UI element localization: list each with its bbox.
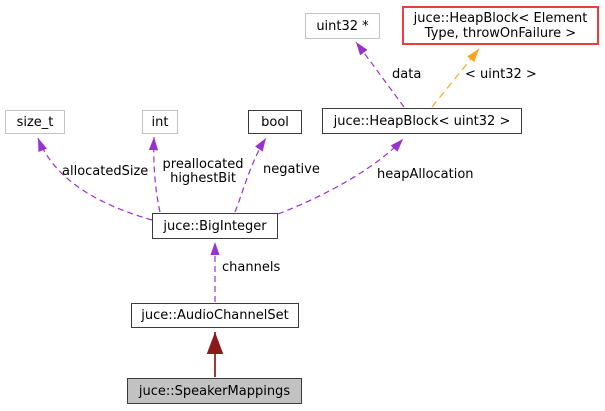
node-heapblock-template[interactable]: juce::HeapBlock< Element Type, throwOnFa… [402, 6, 599, 45]
edge-label-negative: negative [263, 162, 320, 177]
node-heapblock-template-label: juce::HeapBlock< Element Type, throwOnFa… [413, 10, 588, 41]
edge-heap-allocation [277, 138, 404, 215]
node-bool[interactable]: bool [248, 110, 302, 134]
node-heapblock-uint32[interactable]: juce::HeapBlock< uint32 > [322, 108, 522, 134]
edge-label-data: data [392, 67, 422, 82]
edge-template-instantiation [431, 48, 480, 108]
node-int: int [142, 110, 178, 134]
edge-label-preallocated-highestbit: preallocated highestBit [162, 157, 244, 186]
edge-negative [234, 137, 267, 213]
edge-data [355, 41, 405, 108]
edge-allocated-size [37, 137, 153, 221]
node-uint32-pointer: uint32 * [305, 13, 380, 39]
node-audiochannelset[interactable]: juce::AudioChannelSet [131, 303, 299, 328]
node-size-t: size_t [5, 110, 65, 134]
edge-label-allocated-size: allocatedSize [62, 164, 149, 179]
edge-label-template-args: < uint32 > [465, 67, 537, 82]
edge-label-channels: channels [222, 260, 281, 275]
node-biginteger[interactable]: juce::BigInteger [152, 213, 278, 239]
edge-label-heap-allocation: heapAllocation [377, 167, 474, 182]
node-speakermappings[interactable]: juce::SpeakerMappings [127, 378, 302, 404]
